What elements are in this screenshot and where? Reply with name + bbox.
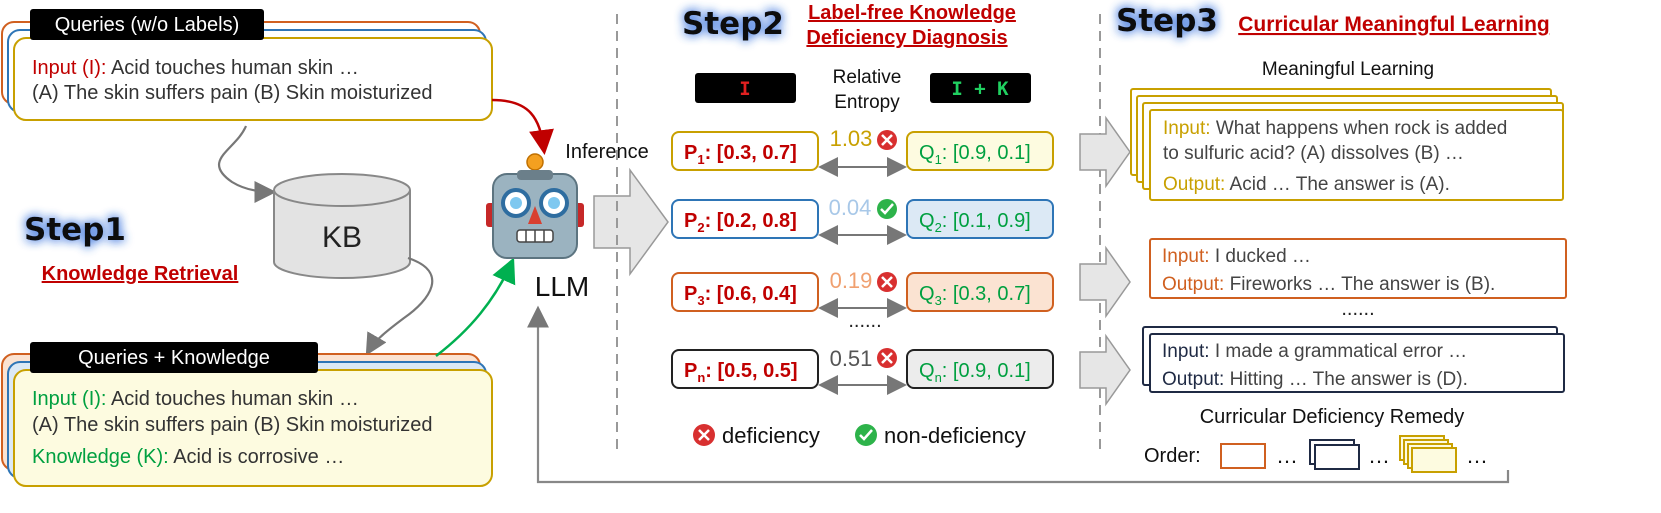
rows-ellipsis: ...... bbox=[848, 310, 881, 332]
qk-header: Queries + Knowledge bbox=[78, 347, 270, 369]
order-label: Order: bbox=[1144, 445, 1201, 467]
q-box-n: Qn: [0.9, 0.1] bbox=[919, 360, 1031, 385]
queries-input-text: Acid touches human skin … bbox=[106, 57, 358, 79]
example-2-output: Output: Fireworks … The answer is (B). bbox=[1162, 274, 1495, 295]
deficiency-icon bbox=[877, 130, 897, 150]
diagnosis-row: P2: [0.2, 0.8] 0.04 Q2: [0.1, 0.9] bbox=[671, 195, 1054, 245]
example-card-stack-3 bbox=[1142, 326, 1565, 393]
queries-header: Queries (w/o Labels) bbox=[55, 14, 240, 36]
q-box-2: Q2: [0.1, 0.9] bbox=[919, 210, 1031, 235]
kb-label: KB bbox=[322, 221, 362, 254]
example-card-2 bbox=[1149, 238, 1567, 299]
q-box-1: Q1: [0.9, 0.1] bbox=[919, 142, 1031, 167]
kb-to-qk-arrow bbox=[365, 256, 434, 356]
header-relative-line1: Relative bbox=[833, 67, 902, 88]
example-1-input-cont: to sulfuric acid? (A) dissolves (B) … bbox=[1163, 143, 1464, 164]
entropy-value-1: 1.03 bbox=[830, 126, 873, 151]
order-dots-3: … bbox=[1466, 443, 1488, 468]
queries-card-stack bbox=[1, 21, 493, 121]
inference-block-arrow bbox=[593, 167, 669, 277]
deficiency-icon bbox=[877, 272, 897, 292]
kb-cylinder bbox=[273, 173, 411, 279]
example-3-output: Output: Hitting … The answer is (D). bbox=[1162, 369, 1468, 390]
header-i-box bbox=[695, 73, 796, 103]
step1-subtitle: Knowledge Retrieval bbox=[42, 263, 239, 285]
header-ik-box bbox=[930, 73, 1031, 103]
entropy-value-n: 0.51 bbox=[830, 346, 873, 371]
legend-check-icon bbox=[855, 424, 877, 446]
remedy-block-arrow-1 bbox=[1079, 115, 1131, 189]
q-box-3: Q3: [0.3, 0.7] bbox=[919, 283, 1031, 308]
qk-knowledge-line: Knowledge (K): Acid is corrosive … bbox=[32, 446, 344, 468]
order-yellow-box-stack bbox=[1399, 435, 1457, 473]
qk-knowledge-label: Knowledge (K): bbox=[32, 446, 169, 468]
legend-deficiency: deficiency bbox=[722, 423, 820, 448]
robot-icon bbox=[486, 153, 584, 259]
example-1-input: Input: What happens when rock is added bbox=[1163, 118, 1507, 139]
deficiency-icon bbox=[877, 348, 897, 368]
step3-title: Step3 bbox=[1116, 3, 1218, 39]
step3-subtitle: Curricular Meaningful Learning bbox=[1238, 13, 1550, 36]
qk-header-box bbox=[30, 342, 318, 373]
legend-non-deficiency: non-deficiency bbox=[884, 423, 1026, 448]
diagnosis-row: P3: [0.6, 0.4] 0.19 Q3: [0.3, 0.7] bbox=[671, 268, 1054, 318]
queries-options: (A) The skin suffers pain (B) Skin moist… bbox=[32, 82, 433, 104]
order-dots-1: … bbox=[1276, 443, 1298, 468]
llm-label: LLM bbox=[535, 271, 589, 302]
order-dark-box-stack bbox=[1309, 439, 1360, 470]
queries-header-box bbox=[30, 9, 264, 40]
p-box-1: P1: [0.3, 0.7] bbox=[684, 142, 797, 167]
legend-deficiency-icon bbox=[693, 424, 715, 446]
order-dots-2: … bbox=[1368, 443, 1390, 468]
entropy-value-2: 0.04 bbox=[829, 195, 872, 220]
examples-ellipsis: ...... bbox=[1341, 298, 1374, 320]
qk-input-label: Input (I): bbox=[32, 388, 106, 410]
p-box-n: Pn: [0.5, 0.5] bbox=[684, 360, 798, 385]
entropy-value-3: 0.19 bbox=[830, 268, 873, 293]
remedy-title: Curricular Deficiency Remedy bbox=[1200, 406, 1465, 428]
example-1-output: Output: Acid … The answer is (A). bbox=[1163, 174, 1450, 195]
remedy-block-arrow-3 bbox=[1079, 333, 1131, 407]
qk-knowledge-text: Acid is corrosive … bbox=[169, 446, 345, 468]
queries-to-kb-arrow bbox=[217, 125, 277, 203]
qk-input-text: Acid touches human skin … bbox=[106, 388, 358, 410]
example-card-stack-1 bbox=[1130, 88, 1564, 201]
feedback-arrow bbox=[527, 305, 1510, 484]
step2-title: Step2 bbox=[682, 6, 784, 42]
remedy-block-arrow-2 bbox=[1079, 245, 1131, 319]
diagnosis-row: Pn: [0.5, 0.5] 0.51 Qn: [0.9, 0.1] bbox=[671, 346, 1054, 395]
order-orange-box bbox=[1220, 443, 1266, 469]
p-box-2: P2: [0.2, 0.8] bbox=[684, 210, 797, 235]
check-icon bbox=[877, 199, 897, 219]
step1-title: Step1 bbox=[24, 212, 126, 248]
p-box-3: P3: [0.6, 0.4] bbox=[684, 283, 797, 308]
step2-subtitle-line2: Deficiency Diagnosis bbox=[806, 27, 1007, 49]
qk-input-line: Input (I): Acid touches human skin … bbox=[32, 388, 359, 410]
diagnosis-row: P1: [0.3, 0.7] 1.03 Q1: [0.9, 0.1] bbox=[671, 126, 1054, 177]
header-i: I bbox=[739, 78, 750, 100]
queries-input-label: Input (I): bbox=[32, 57, 106, 79]
example-2-input: Input: I ducked … bbox=[1162, 246, 1311, 267]
header-ik: I + K bbox=[951, 78, 1009, 100]
inference-label: Inference bbox=[565, 141, 648, 163]
step2-subtitle-line1: Label-free Knowledge bbox=[808, 2, 1016, 24]
example-3-input: Input: I made a grammatical error … bbox=[1162, 341, 1467, 362]
meaningful-learning-label: Meaningful Learning bbox=[1262, 59, 1434, 80]
qk-to-llm-arrow bbox=[435, 257, 516, 357]
queries-input-line: Input (I): Acid touches human skin … bbox=[32, 57, 359, 79]
queries-to-llm-arrow bbox=[491, 98, 554, 155]
qk-options: (A) The skin suffers pain (B) Skin moist… bbox=[32, 414, 433, 436]
header-relative-line2: Entropy bbox=[834, 92, 900, 113]
